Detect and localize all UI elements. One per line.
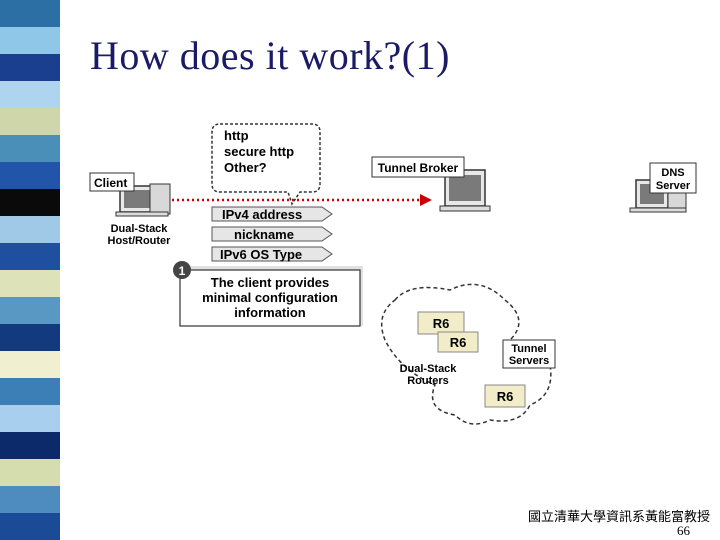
- router-r6-bottom-label: R6: [497, 389, 514, 404]
- dns-label-box: [649, 162, 697, 194]
- stripe-segment: [0, 513, 60, 540]
- client-label-box: [89, 172, 135, 192]
- stripe-segment: [0, 162, 60, 189]
- stripe-segment: [0, 54, 60, 81]
- stripe-segment: [0, 405, 60, 432]
- dns-line2: Server: [656, 180, 691, 192]
- field-ipv4-address-label: IPv4 address: [222, 207, 302, 222]
- stripe-segment: [0, 459, 60, 486]
- dns-line1: DNS: [661, 167, 684, 179]
- router-r6-bottom: R6: [484, 384, 526, 408]
- step-description-box: [179, 269, 361, 327]
- tunnel-servers-box: [502, 339, 556, 369]
- stripe-segment: [0, 0, 60, 27]
- step-line3: information: [234, 305, 306, 320]
- client-sublabel-line2: Host/Router: [108, 235, 172, 247]
- stripe-segment: [0, 297, 60, 324]
- tunnel-broker-label-box: [371, 156, 465, 178]
- slide-title: How does it work?(1): [90, 33, 450, 78]
- step-number-badge: [173, 261, 191, 279]
- dual-stack-routers-line2: Routers: [407, 375, 449, 387]
- tunnel-servers-line1: Tunnel: [511, 343, 546, 355]
- tunnel-servers-line2: Servers: [509, 355, 549, 367]
- stripe-segment: [0, 135, 60, 162]
- router-r6-top-label: R6: [433, 316, 450, 331]
- footer-page-number: 66: [677, 523, 690, 538]
- step-number: 1: [179, 264, 186, 278]
- stripe-segment: [0, 486, 60, 513]
- tunnel-broker-label: Tunnel Broker: [378, 161, 459, 175]
- stripe-segment: [0, 351, 60, 378]
- decorative-stripe-bar: [0, 0, 60, 540]
- field-ipv6-os-type-label: IPv6 OS Type: [220, 247, 302, 262]
- bubble-line1: http: [224, 128, 249, 143]
- dual-stack-routers-line1: Dual-Stack: [400, 363, 458, 375]
- client-sublabel-line1: Dual-Stack: [111, 223, 169, 235]
- field-nickname: nickname: [211, 226, 333, 242]
- stripe-segment: [0, 216, 60, 243]
- stripe-segment: [0, 432, 60, 459]
- stripe-segment: [0, 108, 60, 135]
- bubble-line2: secure http: [224, 144, 294, 159]
- stripe-segment: [0, 270, 60, 297]
- stripe-segment: [0, 324, 60, 351]
- stripe-segment: [0, 378, 60, 405]
- field-nickname-label: nickname: [234, 227, 294, 242]
- network-cloud: [380, 283, 552, 425]
- router-r6-middle: R6: [437, 331, 479, 353]
- protocol-speech-bubble: [211, 123, 321, 206]
- step-line2: minimal configuration: [202, 290, 338, 305]
- field-ipv6-os-type: IPv6 OS Type: [211, 246, 333, 262]
- step-line1: The client provides: [211, 275, 329, 290]
- bubble-line3: Other?: [224, 160, 267, 175]
- stripe-segment: [0, 243, 60, 270]
- request-arrow-head: [420, 194, 432, 206]
- stripe-segment: [0, 27, 60, 54]
- router-r6-top: R6: [417, 311, 465, 335]
- stripe-segment: [0, 81, 60, 108]
- footer-institution: 國立清華大學資訊系黃能富教授: [527, 510, 710, 525]
- field-ipv4-address: IPv4 address: [211, 206, 333, 222]
- client-label: Client: [94, 176, 127, 190]
- stripe-segment: [0, 189, 60, 216]
- router-r6-middle-label: R6: [450, 335, 467, 350]
